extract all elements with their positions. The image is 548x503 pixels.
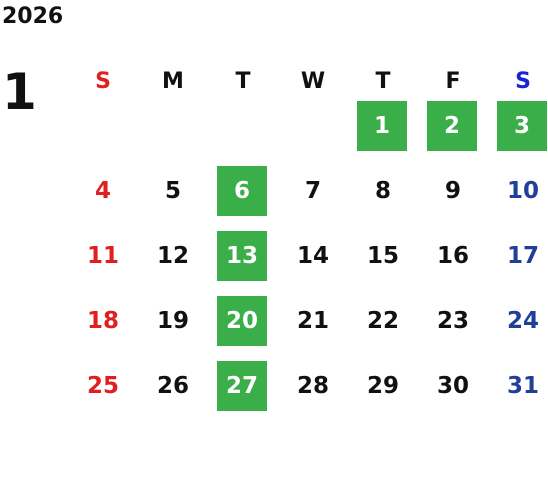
day-number: 17 (506, 243, 539, 269)
day-number: 9 (444, 178, 461, 204)
day-number: 28 (296, 373, 329, 399)
year-label: 2026 (2, 4, 64, 29)
day-number: 18 (86, 308, 119, 334)
day-number: 16 (436, 243, 469, 269)
day-cell-31[interactable]: 31 (488, 361, 548, 426)
day-number: 30 (436, 373, 469, 399)
day-number: 27 (225, 373, 258, 399)
day-number: 13 (225, 243, 258, 269)
day-cell-3[interactable]: 3 (488, 101, 548, 166)
day-cell-20[interactable]: 20 (208, 296, 278, 361)
day-cell-30[interactable]: 30 (418, 361, 488, 426)
day-cell-14[interactable]: 14 (278, 231, 348, 296)
day-cell-4[interactable]: 4 (68, 166, 138, 231)
day-cell-21[interactable]: 21 (278, 296, 348, 361)
month-number: 1 (2, 63, 37, 121)
day-number: 4 (94, 178, 111, 204)
day-cell-19[interactable]: 19 (138, 296, 208, 361)
day-cell-7[interactable]: 7 (278, 166, 348, 231)
day-cell-13[interactable]: 13 (208, 231, 278, 296)
day-cell-6[interactable]: 6 (208, 166, 278, 231)
day-number: 19 (156, 308, 189, 334)
day-number: 6 (233, 178, 250, 204)
day-cell-24[interactable]: 24 (488, 296, 548, 361)
day-cell-22[interactable]: 22 (348, 296, 418, 361)
day-cell-15[interactable]: 15 (348, 231, 418, 296)
day-number: 20 (225, 308, 258, 334)
day-number: 3 (513, 113, 530, 139)
day-number: 11 (86, 243, 119, 269)
day-number: 10 (506, 178, 539, 204)
day-cell-23[interactable]: 23 (418, 296, 488, 361)
day-cell-18[interactable]: 18 (68, 296, 138, 361)
day-cell-25[interactable]: 25 (68, 361, 138, 426)
empty-day-cell (208, 101, 278, 166)
day-cell-2[interactable]: 2 (418, 101, 488, 166)
day-cell-26[interactable]: 26 (138, 361, 208, 426)
weekday-header-sun: S (95, 68, 111, 94)
weekday-header-mon: M (162, 68, 184, 94)
day-number: 7 (304, 178, 321, 204)
day-number: 14 (296, 243, 329, 269)
day-cell-16[interactable]: 16 (418, 231, 488, 296)
day-number: 25 (86, 373, 119, 399)
day-number: 12 (156, 243, 189, 269)
day-number: 26 (156, 373, 189, 399)
empty-day-cell (138, 101, 208, 166)
day-cell-28[interactable]: 28 (278, 361, 348, 426)
day-number: 21 (296, 308, 329, 334)
day-number: 23 (436, 308, 469, 334)
day-cell-10[interactable]: 10 (488, 166, 548, 231)
day-number: 5 (164, 178, 181, 204)
day-cell-9[interactable]: 9 (418, 166, 488, 231)
day-cell-8[interactable]: 8 (348, 166, 418, 231)
day-number: 15 (366, 243, 399, 269)
weekday-header-wed: W (300, 68, 326, 94)
day-number: 2 (443, 113, 460, 139)
day-number: 1 (373, 113, 390, 139)
weekday-header-sat: S (515, 68, 531, 94)
day-cell-12[interactable]: 12 (138, 231, 208, 296)
day-number: 24 (506, 308, 539, 334)
weekday-header-thu: T (375, 68, 391, 94)
day-number: 31 (506, 373, 539, 399)
day-cell-11[interactable]: 11 (68, 231, 138, 296)
day-cell-5[interactable]: 5 (138, 166, 208, 231)
day-cell-29[interactable]: 29 (348, 361, 418, 426)
day-cell-1[interactable]: 1 (348, 101, 418, 166)
empty-day-cell (68, 101, 138, 166)
weekday-header-tue: T (235, 68, 251, 94)
day-number: 8 (374, 178, 391, 204)
weekday-header-fri: F (445, 68, 461, 94)
day-number: 22 (366, 308, 399, 334)
day-number: 29 (366, 373, 399, 399)
empty-day-cell (278, 101, 348, 166)
day-cell-27[interactable]: 27 (208, 361, 278, 426)
day-cell-17[interactable]: 17 (488, 231, 548, 296)
